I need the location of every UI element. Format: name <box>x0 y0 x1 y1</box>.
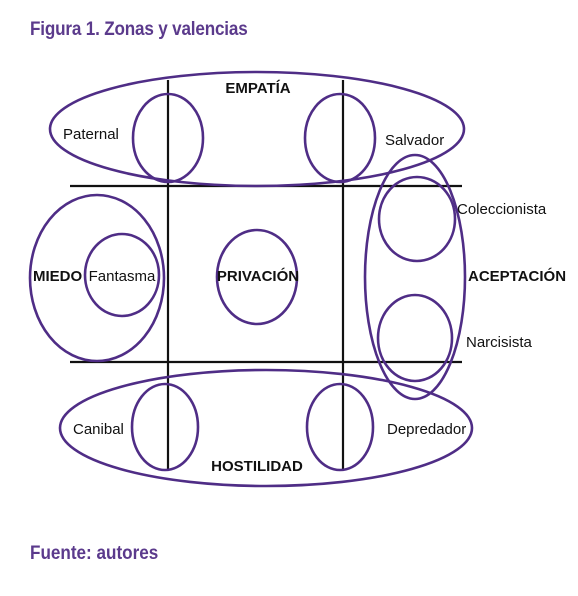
depredador-circle <box>305 382 375 472</box>
fantasma-circle <box>83 232 161 318</box>
coleccionista-circle <box>377 175 457 263</box>
zone-label-miedo: MIEDO <box>33 268 83 285</box>
zone-label-empatia: EMPATÍA <box>225 80 290 97</box>
miedo-zone-ellipse <box>28 193 166 363</box>
valence-label-fantasma: Fantasma <box>89 268 156 285</box>
zone-label-privacion: PRIVACIÓN <box>217 267 299 285</box>
figure-source: Fuente: autores <box>30 543 159 564</box>
valence-label-salvador: Salvador <box>385 132 444 149</box>
valence-label-paternal: Paternal <box>63 126 119 143</box>
aceptacion-zone-ellipse <box>363 153 467 401</box>
zone-label-hostilidad: HOSTILIDAD <box>211 458 303 475</box>
narcisista-circle <box>376 293 454 383</box>
paternal-circle <box>131 92 205 184</box>
hostilidad-zone-ellipse <box>58 368 474 488</box>
figure-title: Figura 1. Zonas y valencias <box>30 19 248 40</box>
valence-label-depredador: Depredador <box>387 421 466 438</box>
privacion-circle <box>215 228 299 326</box>
valence-label-narcisista: Narcisista <box>466 334 533 351</box>
canibal-circle <box>130 382 200 472</box>
valence-label-canibal: Canibal <box>73 421 124 438</box>
empatia-zone-ellipse <box>48 70 466 188</box>
salvador-circle <box>303 92 377 184</box>
valence-label-coleccionista: Coleccionista <box>457 201 547 218</box>
zone-label-aceptacion: ACEPTACIÓN <box>468 267 566 285</box>
